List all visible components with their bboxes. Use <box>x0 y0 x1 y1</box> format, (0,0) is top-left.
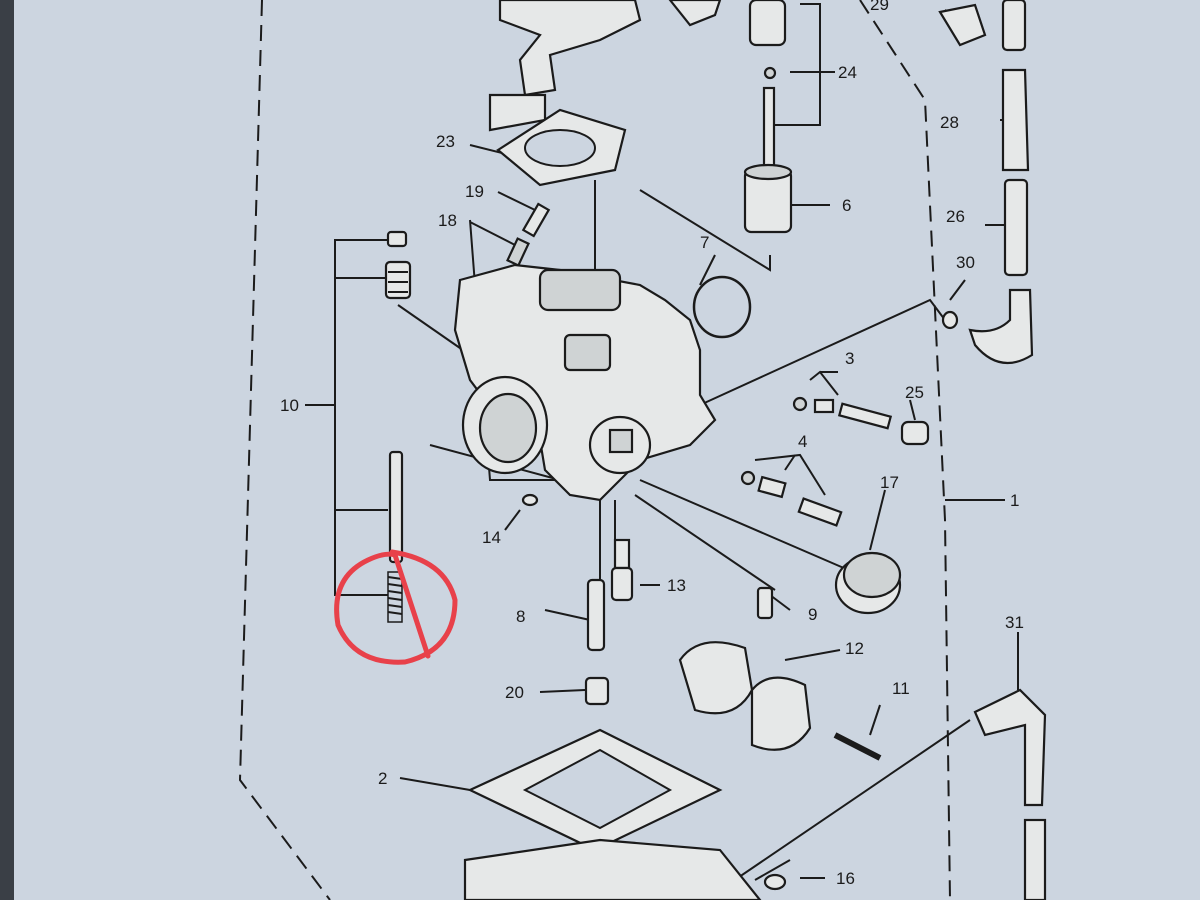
callout-25: 25 <box>905 383 924 402</box>
callout-28: 28 <box>940 113 959 132</box>
needle-jet <box>586 578 606 652</box>
callout-13: 13 <box>667 576 686 595</box>
callout-9: 9 <box>808 605 817 624</box>
callout-10: 10 <box>280 396 299 415</box>
fitting <box>1001 68 1030 172</box>
top-pulley <box>668 0 722 27</box>
float-bowl <box>463 838 762 900</box>
o-ring <box>692 275 752 339</box>
drain-hose <box>973 688 1047 807</box>
idle-screw <box>521 202 551 238</box>
spring <box>387 571 403 623</box>
idle-spring <box>506 237 530 267</box>
hose-upper <box>1001 0 1027 52</box>
callout-labels: 1 2 3 4 6 7 8 9 10 11 12 13 14 16 17 18 … <box>280 0 1024 888</box>
callout-4: 4 <box>798 432 807 451</box>
float-right <box>750 676 812 751</box>
callout-23: 23 <box>436 132 455 151</box>
plug <box>900 420 930 446</box>
callout-18: 18 <box>438 211 457 230</box>
hose-clip <box>941 310 959 330</box>
assembly-boundary-right <box>859 0 951 900</box>
callout-1: 1 <box>1010 491 1019 510</box>
callout-17: 17 <box>880 473 899 492</box>
callout-6: 6 <box>842 196 851 215</box>
jet-needle <box>762 86 776 170</box>
air-screw <box>797 497 843 527</box>
main-jet <box>584 676 610 706</box>
red-highlight-circle <box>334 549 458 665</box>
e-clip <box>763 66 777 80</box>
callout-7: 7 <box>700 233 709 252</box>
cap <box>386 230 408 248</box>
callout-3: 3 <box>845 349 854 368</box>
parts <box>384 0 1047 900</box>
callout-16: 16 <box>836 869 855 888</box>
callout-11: 11 <box>892 679 910 698</box>
callout-8: 8 <box>516 607 525 626</box>
small-o-ring <box>521 493 539 507</box>
callout-14: 14 <box>482 528 501 547</box>
callout-12: 12 <box>845 639 864 658</box>
page-edge-shadow <box>0 0 14 900</box>
hose-clamp <box>938 3 987 47</box>
float-pin <box>833 732 882 761</box>
float-valve <box>756 586 774 620</box>
drain-screw <box>763 873 787 891</box>
pilot-screw <box>837 402 893 430</box>
leader-lines <box>305 3 1025 891</box>
assembly-boundary-left <box>238 0 331 900</box>
vent-hose <box>1003 178 1029 277</box>
callout-31: 31 <box>1005 613 1024 632</box>
throttle-linkage <box>498 0 642 97</box>
callout-20: 20 <box>505 683 524 702</box>
needle-holder <box>748 0 787 47</box>
callout-29: 29 <box>870 0 889 14</box>
callout-24: 24 <box>838 63 857 82</box>
starter-plunger <box>388 450 404 564</box>
pilot-jet <box>610 566 634 602</box>
elbow-hose <box>968 288 1034 365</box>
callout-26: 26 <box>946 207 965 226</box>
callout-2: 2 <box>378 769 387 788</box>
callout-19: 19 <box>465 182 484 201</box>
callout-30: 30 <box>956 253 975 272</box>
